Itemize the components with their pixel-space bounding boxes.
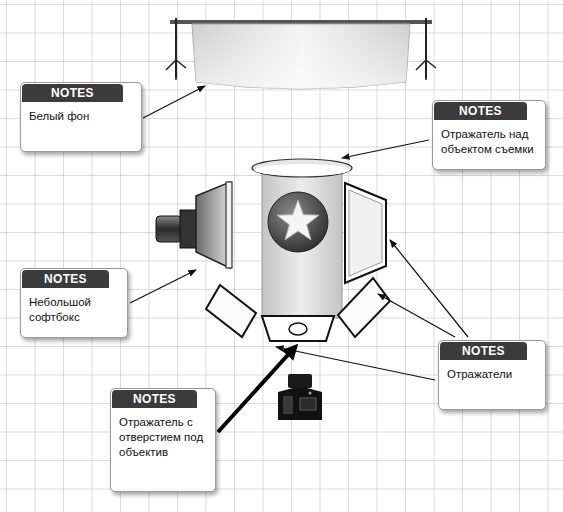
notes-text: Отражатель над объектом съемки [433,120,545,165]
star-subject [277,200,319,240]
notes-heading: NOTES [22,270,109,288]
camera [278,374,322,420]
softbox-light [156,182,232,268]
notes-heading: NOTES [22,84,123,102]
reflectors [206,183,390,341]
white-backdrop [192,24,410,89]
notes-heading: NOTES [440,342,527,360]
notes-callout: NOTESОтражатель с отверстием под объекти… [110,388,216,492]
notes-callout: NOTESОтражатели [438,340,546,410]
notes-text: Отражатели [439,360,545,390]
notes-heading: NOTES [112,390,197,408]
notes-text: Белый фон [21,102,141,132]
notes-callout: NOTESНебольшой софтбокс [20,268,128,338]
notes-callout: NOTESОтражатель над объектом съемки [432,100,546,170]
subject-column [252,159,352,318]
notes-callout: NOTESБелый фон [20,82,142,152]
notes-text: Отражатель с отверстием под объектив [111,408,215,468]
notes-heading: NOTES [434,102,527,120]
leader-lines [130,86,468,432]
notes-text: Небольшой софтбокс [21,288,127,333]
